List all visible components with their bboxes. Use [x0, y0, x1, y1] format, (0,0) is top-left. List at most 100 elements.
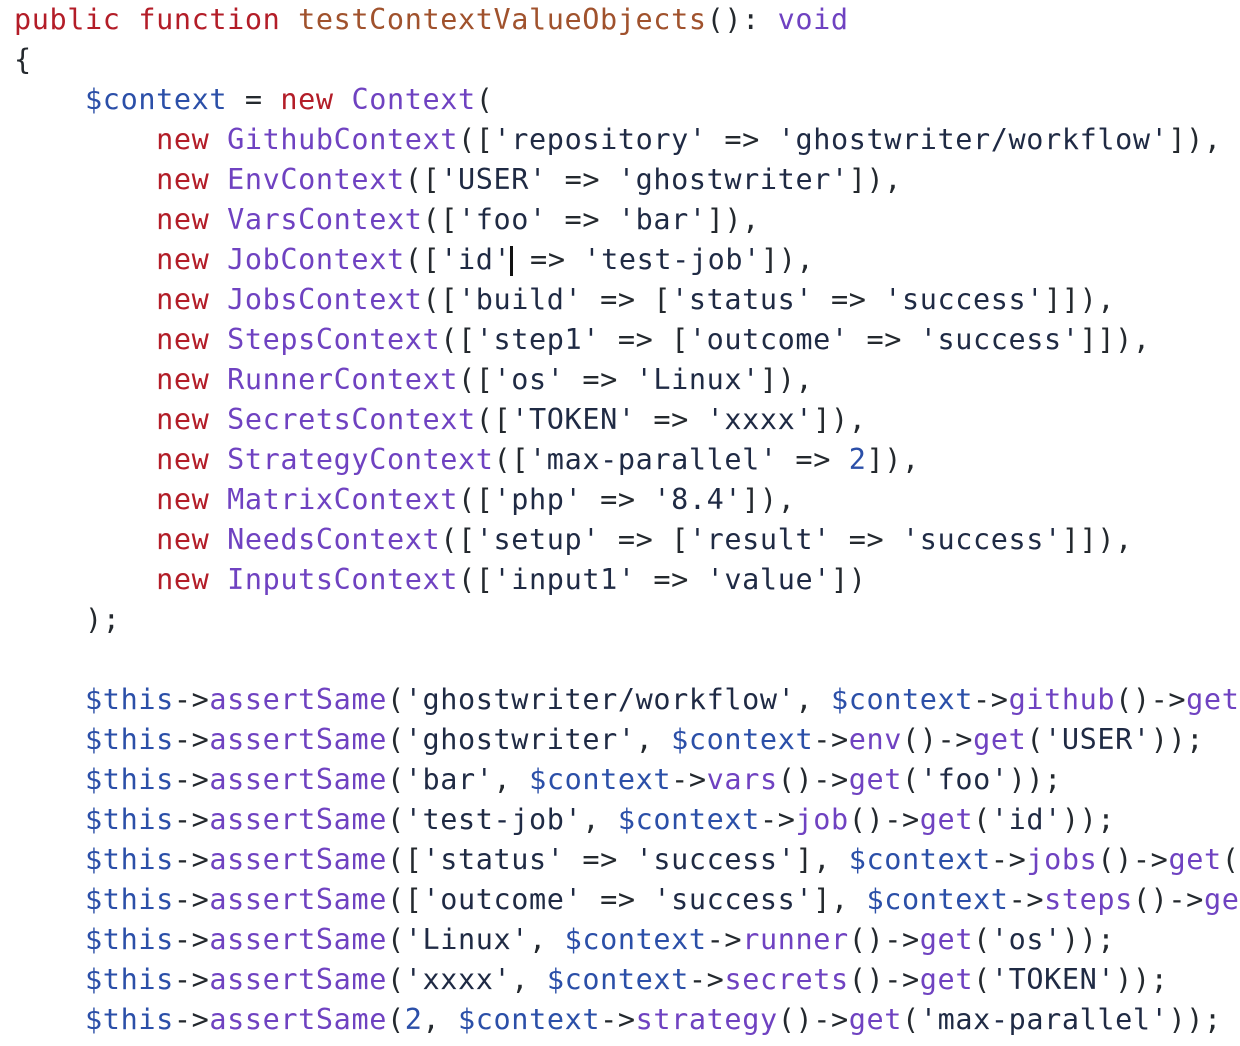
code-line[interactable]: {: [14, 40, 1240, 80]
method-name-token: get: [919, 923, 974, 956]
punctuation-token: ()->: [777, 763, 849, 796]
code-line[interactable]: new StrategyContext(['max-parallel' => 2…: [14, 440, 1240, 480]
punctuation-token: => [: [582, 283, 672, 316]
punctuation-token: (: [386, 1003, 405, 1036]
variable-token: $context: [458, 1003, 601, 1036]
punctuation-token: [14, 163, 156, 196]
punctuation-token: =>: [546, 203, 618, 236]
code-line[interactable]: new EnvContext(['USER' => 'ghostwriter']…: [14, 160, 1240, 200]
punctuation-token: ));: [1115, 963, 1169, 996]
variable-token: $this: [85, 723, 174, 756]
code-line[interactable]: $this->assertSame('Linux', $context->run…: [14, 920, 1240, 960]
punctuation-token: ]),: [813, 403, 867, 436]
code-line[interactable]: new SecretsContext(['TOKEN' => 'xxxx']),: [14, 400, 1240, 440]
code-line[interactable]: $context = new Context(: [14, 80, 1240, 120]
number-literal-token: 2: [404, 1003, 423, 1036]
punctuation-token: =>: [848, 323, 920, 356]
keyword-token: new: [156, 483, 228, 516]
code-line[interactable]: $this->assertSame('bar', $context->vars(…: [14, 760, 1240, 800]
punctuation-token: ([: [386, 843, 423, 876]
string-literal-token: 'status': [671, 283, 814, 316]
keyword-token: new: [156, 283, 228, 316]
code-line[interactable]: $this->assertSame('ghostwriter/workflow'…: [14, 680, 1240, 720]
code-line[interactable]: new NeedsContext(['setup' => ['result' =…: [14, 520, 1240, 560]
punctuation-token: [14, 883, 85, 916]
punctuation-token: ->: [173, 963, 210, 996]
code-line[interactable]: new StepsContext(['step1' => ['outcome' …: [14, 320, 1240, 360]
code-line[interactable]: $this->assertSame(['status' => 'success'…: [14, 840, 1240, 880]
code-line[interactable]: $this->assertSame(['outcome' => 'success…: [14, 880, 1240, 920]
keyword-token: new: [156, 163, 228, 196]
string-literal-token: 'id': [990, 803, 1062, 836]
code-line[interactable]: new JobContext(['id' => 'test-job']),: [14, 240, 1240, 280]
punctuation-token: ([: [422, 283, 458, 316]
punctuation-token: [14, 483, 156, 516]
keyword-token: new: [156, 203, 228, 236]
code-line[interactable]: new GithubContext(['repository' => 'ghos…: [14, 120, 1240, 160]
punctuation-token: [14, 923, 85, 956]
code-line[interactable]: $this->assertSame('test-job', $context->…: [14, 800, 1240, 840]
punctuation-token: [14, 843, 85, 876]
variable-token: $context: [85, 83, 228, 116]
method-name-token: assertSame: [209, 683, 387, 716]
string-literal-token: 'status': [422, 843, 565, 876]
punctuation-token: =>: [830, 523, 902, 556]
punctuation-token: ));: [1061, 803, 1116, 836]
punctuation-token: ([: [440, 323, 476, 356]
code-line[interactable]: $this->assertSame('ghostwriter', $contex…: [14, 720, 1240, 760]
punctuation-token: (: [386, 923, 405, 956]
punctuation-token: (: [902, 1003, 920, 1036]
variable-token: $this: [85, 923, 174, 956]
punctuation-token: ]]),: [1044, 283, 1116, 316]
string-literal-token: 'success': [653, 883, 814, 916]
punctuation-token: (: [386, 763, 405, 796]
code-line[interactable]: new RunnerContext(['os' => 'Linux']),: [14, 360, 1240, 400]
code-line[interactable]: new JobsContext(['build' => ['status' =>…: [14, 280, 1240, 320]
number-literal-token: 2: [848, 443, 867, 476]
code-line[interactable]: public function testContextValueObjects(…: [14, 0, 1240, 40]
punctuation-token: ->: [173, 843, 210, 876]
string-literal-token: 'success': [884, 283, 1045, 316]
string-literal-token: 'max-parallel': [919, 1003, 1169, 1036]
code-line[interactable]: new InputsContext(['input1' => 'value']): [14, 560, 1240, 600]
keyword-token: new: [156, 443, 228, 476]
punctuation-token: ]),: [742, 483, 796, 516]
punctuation-token: (: [386, 803, 405, 836]
string-literal-token: 'success': [919, 323, 1080, 356]
string-literal-token: 'ghostwriter/workflow': [404, 683, 796, 716]
class-name-token: GithubContext: [227, 123, 458, 156]
punctuation-token: [14, 283, 156, 316]
class-name-token: InputsContext: [227, 563, 458, 596]
class-name-token: JobContext: [227, 243, 405, 276]
code-line[interactable]: [14, 640, 1240, 680]
punctuation-token: =>: [813, 283, 885, 316]
method-name-token: runner: [742, 923, 849, 956]
punctuation-token: [14, 403, 156, 436]
class-name-token: JobsContext: [227, 283, 423, 316]
string-literal-token: 'success': [902, 523, 1062, 556]
punctuation-token: ,: [422, 1003, 459, 1036]
punctuation-token: ()->: [848, 963, 920, 996]
punctuation-token: (: [386, 683, 405, 716]
punctuation-token: ():: [706, 3, 778, 36]
punctuation-token: (: [973, 963, 991, 996]
punctuation-token: ->: [173, 763, 210, 796]
punctuation-token: ()->: [1115, 683, 1187, 716]
punctuation-token: (: [973, 923, 991, 956]
punctuation-token: ()->: [848, 923, 920, 956]
punctuation-token: ]),: [760, 243, 815, 276]
punctuation-token: ->: [600, 1003, 636, 1036]
class-name-token: StepsContext: [227, 323, 441, 356]
code-line[interactable]: $this->assertSame('xxxx', $context->secr…: [14, 960, 1240, 1000]
code-line[interactable]: new VarsContext(['foo' => 'bar']),: [14, 200, 1240, 240]
code-line[interactable]: new MatrixContext(['php' => '8.4']),: [14, 480, 1240, 520]
code-line[interactable]: );: [14, 600, 1240, 640]
variable-token: $this: [85, 963, 174, 996]
code-line[interactable]: $this->assertSame(2, $context->strategy(…: [14, 1000, 1240, 1040]
code-editor[interactable]: public function testContextValueObjects(…: [14, 0, 1240, 1046]
method-name-token: assertSame: [209, 1003, 387, 1036]
punctuation-token: [14, 803, 85, 836]
keyword-token: new: [156, 323, 228, 356]
string-literal-token: 'test-job': [404, 803, 583, 836]
punctuation-token: ]]),: [1061, 523, 1133, 556]
